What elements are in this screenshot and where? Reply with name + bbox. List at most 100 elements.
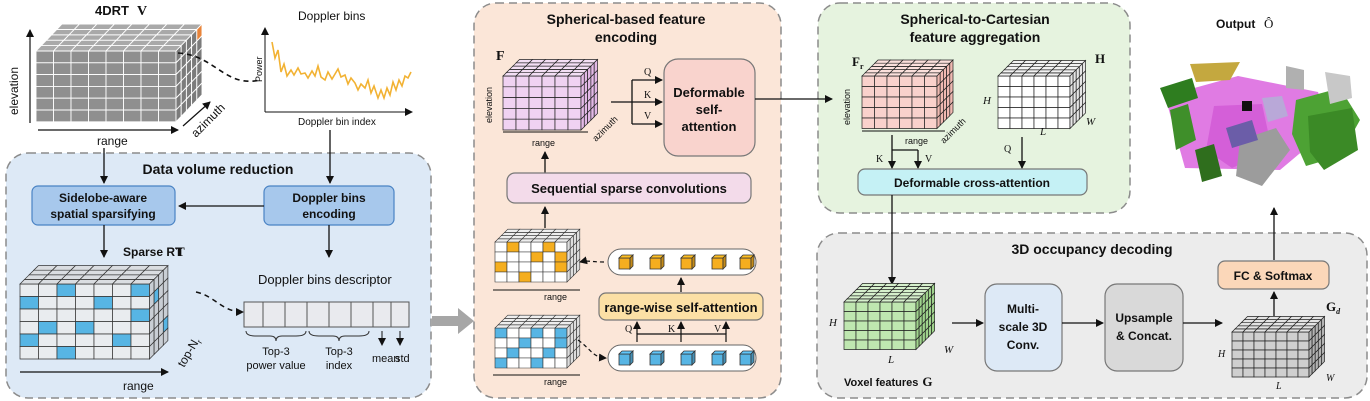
yellow-range: range [544,292,567,302]
doppler-curve [271,41,412,101]
s2c-title-1: Spherical-to-Cartesian [900,11,1049,27]
green-h: H [828,317,838,329]
fr-range: range [905,136,928,146]
fc-softmax-box: FC & Softmax [1217,260,1330,290]
top3-power-text2: power value [246,360,305,372]
doppler-power-label: Power [254,56,264,82]
4drt-cube [34,22,204,123]
sparse-range-label: range [123,379,154,393]
f-elevation: elevation [484,87,494,123]
gd-symbol: Gd [1326,299,1341,316]
s2c-v: V [925,154,933,165]
yellow-to-tokens-link [579,256,605,265]
sidelobe-box: Sidelobe-aware spatial sparsifying [31,185,176,226]
cross-attention-box: Deformable cross-attention [857,168,1088,196]
descriptor-cells [243,301,410,328]
s2c-title-2: feature aggregation [910,29,1041,45]
std-label: std [395,353,410,365]
svg-text:Doppler bins: Doppler bins [292,191,366,205]
s2c-k: K [876,154,884,165]
sequential-sparse-conv-box: Sequential sparse convolutions [506,172,752,204]
upsample-concat-box: Upsample & Concat. [1104,283,1184,372]
output-title: Output [1216,17,1255,31]
sph-v: V [644,111,652,122]
multiscale-conv-box: Multi- scale 3D Conv. [984,283,1063,372]
rw-q: Q [625,324,633,335]
dvr-title: Data volume reduction [143,161,294,177]
h-axis-w: W [1086,116,1096,128]
svg-text:self-: self- [696,102,723,117]
fr-elevation: elevation [842,89,852,125]
doppler-encoding-box: Doppler bins encoding [263,185,395,226]
mean-label: mean [372,353,400,365]
rw-k: K [668,324,676,335]
doppler-title: Doppler bins [298,9,365,23]
top3-index-text1: Top-3 [325,346,353,358]
sparse-title: Sparse RT [123,245,183,259]
top3-index-text2: index [326,360,353,372]
azimuth-axis [182,101,211,127]
range-label: range [97,134,128,148]
f-symbol: F [496,49,505,64]
gd-w: W [1326,373,1336,384]
rangewise-attention-box: range-wise self-attention [598,292,764,321]
dvr-to-encoding-arrow [432,308,474,334]
sph-to-cart-panel [817,2,1131,214]
output-symbol: Ô [1264,16,1273,31]
fr-symbol: Fr [852,54,864,71]
svg-text:encoding: encoding [302,207,355,221]
voxel-feature-cube [843,282,936,351]
descriptor-link [195,291,244,316]
top3-index-brace [308,330,370,342]
green-l: L [887,354,894,366]
input-title: 4DRT [95,3,129,18]
top3-power-text1: Top-3 [262,346,290,358]
f-cube [502,58,599,131]
svg-text:FC & Softmax: FC & Softmax [1234,269,1313,283]
blue-range: range [544,377,567,387]
f-range: range [532,138,555,148]
svg-text:& Concat.: & Concat. [1116,329,1172,343]
s2c-q: Q [1004,144,1012,155]
svg-text:scale 3D: scale 3D [999,320,1048,334]
svg-text:Deformable: Deformable [673,85,745,100]
sparse-rt-cube [19,264,169,360]
blue-tokens [618,350,755,366]
svg-text:Upsample: Upsample [1115,311,1173,325]
yellow-sparse-cube [494,228,581,283]
h-symbol: H [1095,51,1105,66]
top3-power-brace [245,330,307,342]
svg-text:Deformable cross-attention: Deformable cross-attention [894,176,1050,190]
elevation-label: elevation [7,67,21,115]
sph-q: Q [644,67,652,78]
green-w: W [944,344,954,356]
blue-to-tokens-link [577,339,607,362]
rw-v: V [714,324,722,335]
input-symbol: V [137,4,147,19]
sparse-symbol: T [176,244,185,259]
svg-text:Conv.: Conv. [1007,338,1039,352]
svg-text:Sequential sparse convolutions: Sequential sparse convolutions [531,181,727,196]
sph-k: K [644,90,652,101]
svg-text:spatial sparsifying: spatial sparsifying [50,207,155,221]
doppler-x-label: Doppler bin index [298,117,376,128]
h-axis-l: L [1039,126,1046,138]
sph-title-1: Spherical-based feature [547,11,706,27]
h-cube [997,59,1087,130]
gd-l: L [1275,381,1282,392]
fr-cube [861,59,954,130]
output-occupancy-render [1158,62,1362,190]
descriptor-title: Doppler bins descriptor [258,272,392,287]
deformable-self-attention-box: Deformable self- attention [663,58,756,157]
blue-sparse-cube [494,314,581,369]
gd-cube [1231,315,1326,378]
svg-text:Sidelobe-aware: Sidelobe-aware [59,191,147,205]
doppler-link [177,52,261,83]
gd-h: H [1217,349,1226,360]
yellow-tokens [618,254,755,270]
svg-text:Multi-: Multi- [1007,302,1039,316]
svg-text:attention: attention [682,119,737,134]
h-axis-h: H [982,95,992,107]
